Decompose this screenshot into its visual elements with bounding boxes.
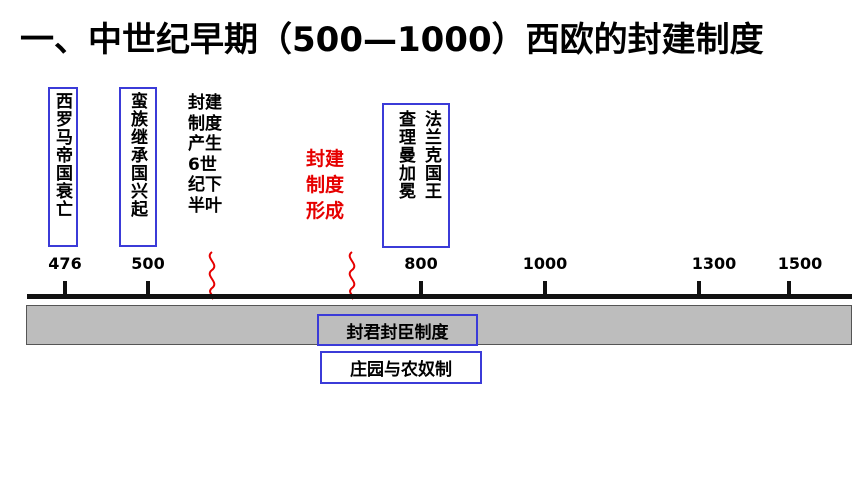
feudal-formed-line: 形成 xyxy=(306,200,345,222)
barbarian-rise-box xyxy=(119,87,157,247)
charlemagne-box xyxy=(382,103,450,248)
year-label: 1500 xyxy=(777,254,823,273)
wave-marker-icon xyxy=(348,251,356,300)
vassal-system-label: 封君封臣制度 xyxy=(317,314,478,346)
west-rome-fall-label: 西罗马帝国衰亡 xyxy=(52,92,72,218)
year-label: 800 xyxy=(404,254,438,273)
year-label: 500 xyxy=(131,254,165,273)
feudal-origin-line: 产生 xyxy=(188,134,222,154)
year-label: 1000 xyxy=(522,254,568,273)
feudal-origin-note: 封建 制度 产生 6世 纪下 半叶 xyxy=(188,93,222,216)
feudal-formed-line: 制度 xyxy=(306,174,345,196)
feudal-origin-line: 6世 xyxy=(188,154,217,175)
page-title: 一、中世纪早期（500—1000）西欧的封建制度 xyxy=(20,20,764,60)
period-band xyxy=(26,305,852,345)
timeline-tick xyxy=(63,281,67,297)
timeline-axis xyxy=(27,294,852,299)
wave-marker-icon xyxy=(208,251,216,300)
feudal-origin-line: 纪下 xyxy=(188,175,222,195)
barbarian-rise-label: 蛮族继承国兴起 xyxy=(127,92,147,218)
timeline-tick xyxy=(419,281,423,297)
charlemagne-col-left: 查理曼加冕 xyxy=(395,110,415,200)
feudal-origin-line: 制度 xyxy=(188,113,222,134)
charlemagne-col-right: 法兰克国王 xyxy=(421,110,441,200)
feudal-origin-line: 封建 xyxy=(188,93,222,113)
year-label: 1300 xyxy=(691,254,737,273)
west-rome-fall-box xyxy=(48,87,78,247)
timeline-tick xyxy=(146,281,150,297)
feudal-origin-line: 半叶 xyxy=(188,195,222,216)
manor-system-label: 庄园与农奴制 xyxy=(320,351,482,384)
year-label: 476 xyxy=(48,254,82,273)
feudal-formed-line: 封建 xyxy=(306,148,345,170)
feudal-formed-note: 封建 制度 形成 xyxy=(306,146,344,224)
timeline-tick xyxy=(697,281,701,297)
timeline-tick xyxy=(543,281,547,297)
timeline-tick xyxy=(787,281,791,297)
